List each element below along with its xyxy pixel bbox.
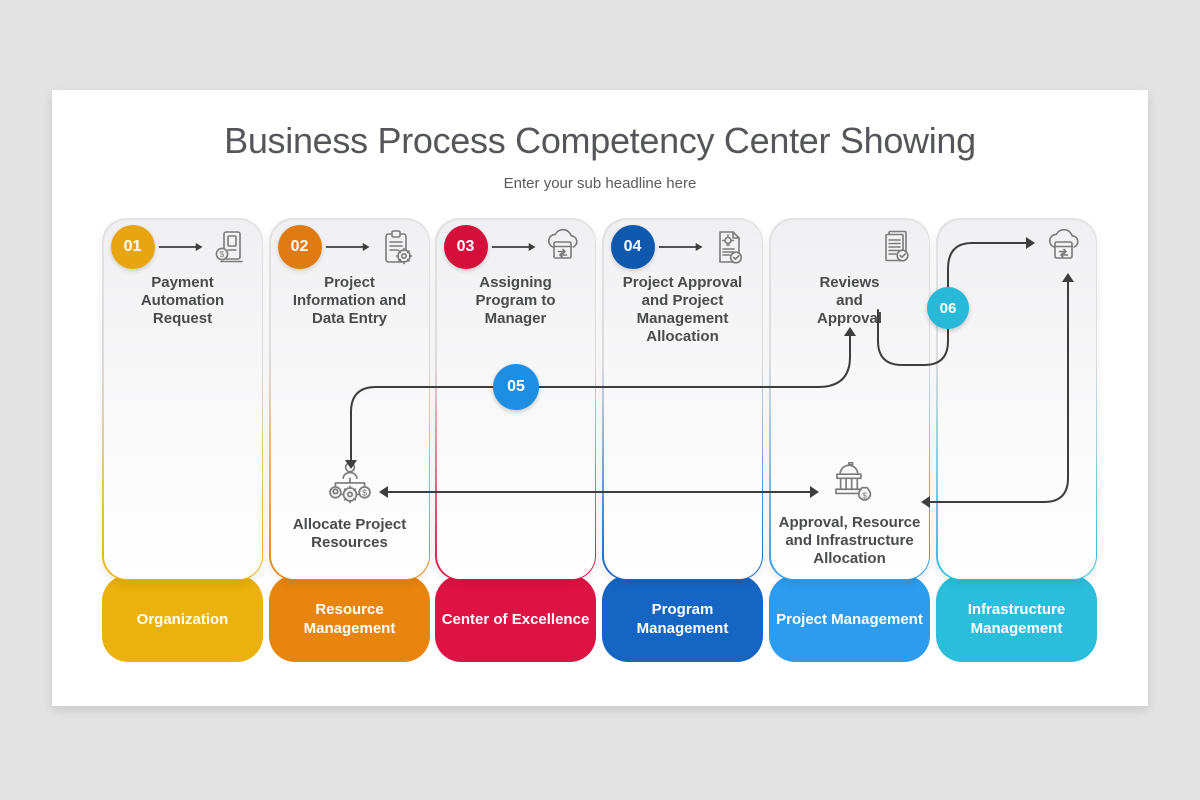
slide: Business Process Competency Center Showi… — [52, 90, 1148, 706]
step-badge-06: 06 — [927, 287, 969, 329]
clipboard-gear-icon — [384, 229, 412, 264]
approval-allocation-node: $ Approval, Resource and Infrastructure … — [771, 460, 929, 568]
svg-text:$: $ — [862, 490, 867, 500]
footer-project-management: Project Management — [769, 575, 930, 662]
arrow-right-icon — [491, 242, 536, 251]
process-column-infrastructure-management: Infrastructure Management — [936, 218, 1097, 668]
process-column-resource-management: Resource Management 02 — [269, 218, 430, 668]
step-title: Payment Automation Request — [140, 273, 225, 327]
svg-text:$: $ — [362, 487, 367, 497]
step-badge-05: 05 — [493, 364, 539, 410]
step-badge-04: 04 — [610, 224, 655, 269]
process-column-program-management: Program Management 04 — [602, 218, 763, 668]
card-project-management: Reviews and Approval — [769, 218, 930, 580]
step-title: Project Information and Data Entry — [292, 273, 407, 327]
person-resources-icon: $ — [328, 461, 371, 503]
footer-label: Infrastructure Management — [967, 601, 1066, 637]
footer-infrastructure-management: Infrastructure Management — [936, 575, 1097, 662]
footer-label: Program Management — [636, 601, 729, 637]
process-column-organization: Organization 01 $ Payment Automation Req — [102, 218, 263, 668]
card-resource-management: 02 — [269, 218, 430, 580]
step-title: Project Approval and Project Management … — [622, 273, 743, 345]
card-organization: 01 $ Payment Automation Request — [102, 218, 263, 580]
footer-label: Resource Management — [303, 601, 396, 637]
cloud-package-icon — [547, 228, 578, 259]
card-program-management: 04 — [602, 218, 763, 580]
step-badge-02: 02 — [277, 224, 322, 269]
footer-program-management: Program Management — [602, 575, 763, 662]
footer-center-of-excellence: Center of Excellence — [435, 575, 596, 662]
step-title: Assigning Program to Manager — [475, 273, 556, 327]
footer-label: Center of Excellence — [441, 610, 590, 628]
step-badge-03: 03 — [443, 224, 488, 269]
document-check-icon — [884, 230, 909, 262]
footer-label: Project Management — [776, 610, 923, 628]
allocate-resources-label: Allocate Project Resources — [292, 515, 407, 551]
arrow-right-icon — [658, 242, 703, 251]
step-badge-01: 01 — [110, 224, 155, 269]
page-title: Business Process Competency Center Showi… — [224, 120, 976, 161]
arrow-right-icon — [158, 242, 203, 251]
cloud-package-icon — [1048, 228, 1079, 259]
card-infrastructure-management — [936, 218, 1097, 580]
government-funding-icon: $ — [834, 461, 871, 501]
document-idea-approval-icon — [718, 230, 742, 264]
payment-terminal-icon: $ — [215, 230, 243, 262]
footer-resource-management: Resource Management — [269, 575, 430, 662]
svg-text:$: $ — [219, 250, 224, 259]
arrow-right-icon — [325, 242, 370, 251]
process-column-project-management: Project Management Re — [769, 218, 930, 668]
approval-allocation-label: Approval, Resource and Infrastructure Al… — [778, 513, 921, 567]
footer-organization: Organization — [102, 575, 263, 662]
allocate-resources-node: $ Allocate Project Resources — [271, 460, 429, 552]
step-title: Reviews and Approval — [816, 273, 882, 327]
process-column-center-of-excellence: Center of Excellence 03 Assigning Progra… — [435, 218, 596, 668]
page-subtitle: Enter your sub headline here — [503, 175, 697, 192]
footer-label: Organization — [136, 610, 229, 628]
